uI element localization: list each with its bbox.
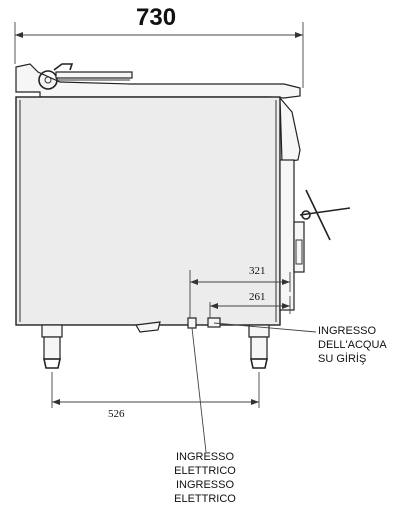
inlet-dimensions — [189, 270, 291, 318]
electrical-inlet-line-2: ELETTRICO — [174, 465, 236, 477]
overall-width-dimension — [14, 22, 304, 88]
front-panel — [279, 96, 305, 311]
leg-spacing-dimension — [51, 372, 260, 408]
dimension-321-label: 321 — [249, 265, 266, 277]
water-inlet-line-2: DELL'ACQUA — [318, 339, 387, 351]
dimension-526-label: 526 — [108, 408, 125, 420]
leader-lines — [191, 322, 317, 453]
water-inlet-line-1: INGRESSO — [318, 325, 377, 337]
top-worktop — [15, 63, 301, 99]
electrical-inlet-label: INGRESSO ELETTRICO INGRESSO ELETTRICO — [160, 450, 250, 506]
bottom-connections — [135, 317, 221, 333]
legs — [41, 324, 270, 369]
water-inlet-label: INGRESSO DELL'ACQUA SU GİRİŞ — [318, 324, 387, 366]
electrical-inlet-line-3: INGRESSO — [175, 479, 235, 491]
overall-width-label: 730 — [136, 4, 177, 31]
water-inlet-line-3: SU GİRİŞ — [318, 353, 367, 365]
lid-hinge — [38, 63, 133, 90]
dimension-261-label: 261 — [249, 291, 266, 303]
crank-handle — [299, 189, 351, 241]
cabinet-body — [15, 96, 281, 326]
electrical-inlet-line-4: ELETTRICO — [174, 493, 236, 505]
electrical-inlet-line-1: INGRESSO — [175, 451, 235, 463]
